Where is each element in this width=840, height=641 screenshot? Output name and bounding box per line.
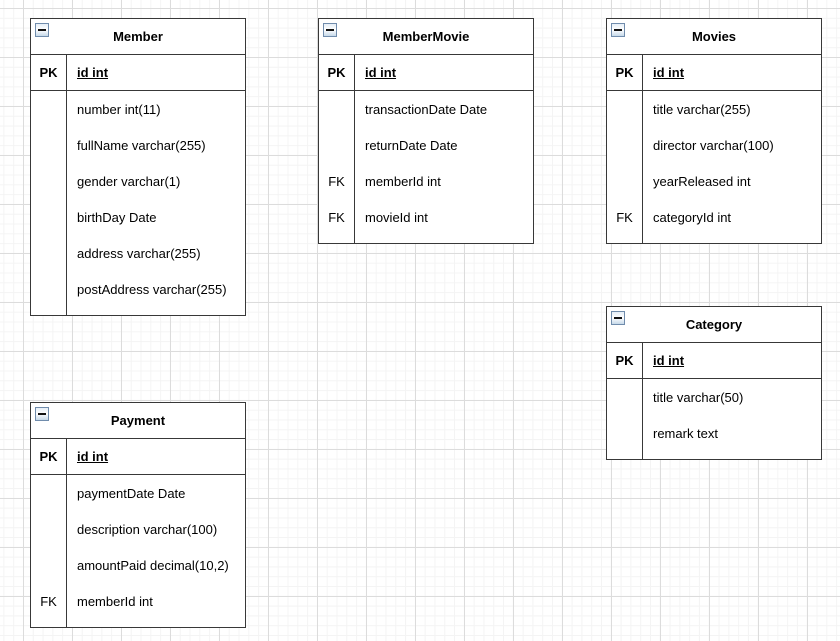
entity-header[interactable]: Payment: [31, 403, 245, 439]
pk-field-cell: id int: [365, 65, 397, 80]
entity-header[interactable]: Member: [31, 19, 245, 55]
minus-icon: [326, 29, 334, 31]
row-key-cell[interactable]: [31, 235, 66, 271]
row-key-cell[interactable]: [31, 271, 66, 307]
row-field-cell[interactable]: title varchar(50): [653, 389, 744, 405]
entity-header[interactable]: MemberMovie: [319, 19, 533, 55]
minus-icon: [38, 29, 46, 31]
key-column: FK FK: [319, 91, 355, 243]
primary-key-row[interactable]: PK id int: [607, 55, 821, 91]
collapse-icon[interactable]: [35, 407, 49, 421]
entity-table-movies[interactable]: Movies PK id int FK title varchar(255) di…: [606, 18, 822, 244]
row-field-cell[interactable]: title varchar(255): [653, 101, 751, 117]
row-key-cell[interactable]: FK: [328, 209, 345, 225]
row-field-cell[interactable]: paymentDate Date: [77, 485, 186, 501]
field-column: paymentDate Date description varchar(100)…: [67, 475, 245, 627]
collapse-icon[interactable]: [611, 311, 625, 325]
row-field-cell[interactable]: yearReleased int: [653, 173, 751, 189]
row-key-cell[interactable]: FK: [40, 593, 57, 609]
pk-field-cell: id int: [77, 449, 109, 464]
row-field-cell[interactable]: categoryId int: [653, 209, 732, 225]
pk-key-cell: PK: [319, 55, 355, 90]
field-column: transactionDate Date returnDate Date membe…: [355, 91, 533, 243]
row-key-cell[interactable]: [31, 547, 66, 583]
row-key-cell[interactable]: [31, 163, 66, 199]
row-field-cell[interactable]: fullName varchar(255): [77, 137, 206, 153]
row-key-cell[interactable]: [31, 91, 66, 127]
pk-field-cell: id int: [653, 65, 685, 80]
key-column: [607, 379, 643, 459]
minus-icon: [38, 413, 46, 415]
pk-field-cell: id int: [77, 65, 109, 80]
row-key-cell[interactable]: [607, 415, 642, 451]
fields-section: FK title varchar(255) director varchar(10…: [607, 91, 821, 243]
entity-header[interactable]: Category: [607, 307, 821, 343]
row-key-cell[interactable]: [607, 379, 642, 415]
pk-key-cell: PK: [607, 343, 643, 378]
fields-section: number int(11) fullName varchar(255) gende…: [31, 91, 245, 315]
row-field-cell[interactable]: director varchar(100): [653, 137, 774, 153]
row-field-cell[interactable]: gender varchar(1): [77, 173, 181, 189]
fields-section: FK FK transactionDate Date returnDate Date…: [319, 91, 533, 243]
collapse-icon[interactable]: [611, 23, 625, 37]
row-key-cell[interactable]: [319, 91, 354, 127]
row-key-cell[interactable]: [31, 127, 66, 163]
row-key-cell[interactable]: FK: [328, 173, 345, 189]
pk-key-cell: PK: [607, 55, 643, 90]
entity-title: MemberMovie: [382, 29, 470, 44]
entity-table-category[interactable]: Category PK id int title varchar(50) rema…: [606, 306, 822, 460]
primary-key-row[interactable]: PK id int: [31, 55, 245, 91]
row-field-cell[interactable]: movieId int: [365, 209, 428, 225]
row-field-cell[interactable]: postAddress varchar(255): [77, 281, 227, 297]
row-key-cell[interactable]: [31, 511, 66, 547]
collapse-icon[interactable]: [35, 23, 49, 37]
fields-section: FK paymentDate Date description varchar(1…: [31, 475, 245, 627]
minus-icon: [614, 317, 622, 319]
row-field-cell[interactable]: birthDay Date: [77, 209, 157, 225]
key-column: FK: [607, 91, 643, 243]
row-field-cell[interactable]: memberId int: [77, 593, 153, 609]
pk-key-cell: PK: [31, 439, 67, 474]
field-column: title varchar(255) director varchar(100) y…: [643, 91, 821, 243]
primary-key-row[interactable]: PK id int: [607, 343, 821, 379]
primary-key-row[interactable]: PK id int: [319, 55, 533, 91]
row-key-cell[interactable]: [607, 163, 642, 199]
fields-section: title varchar(50) remark text: [607, 379, 821, 459]
row-key-cell[interactable]: [31, 475, 66, 511]
pk-field-cell: id int: [653, 353, 685, 368]
row-field-cell[interactable]: remark text: [653, 425, 719, 441]
row-field-cell[interactable]: address varchar(255): [77, 245, 201, 261]
entity-table-payment[interactable]: Payment PK id int FK paymentDate Date des…: [30, 402, 246, 628]
row-field-cell[interactable]: returnDate Date: [365, 137, 458, 153]
row-field-cell[interactable]: memberId int: [365, 173, 441, 189]
row-key-cell[interactable]: [607, 127, 642, 163]
pk-key-cell: PK: [31, 55, 67, 90]
primary-key-row[interactable]: PK id int: [31, 439, 245, 475]
row-field-cell[interactable]: amountPaid decimal(10,2): [77, 557, 229, 573]
entity-header[interactable]: Movies: [607, 19, 821, 55]
row-key-cell[interactable]: FK: [616, 209, 633, 225]
field-column: title varchar(50) remark text: [643, 379, 821, 459]
entity-table-membermovie[interactable]: MemberMovie PK id int FK FK transactionDa…: [318, 18, 534, 244]
row-key-cell[interactable]: [31, 199, 66, 235]
row-field-cell[interactable]: description varchar(100): [77, 521, 218, 537]
field-column: number int(11) fullName varchar(255) gende…: [67, 91, 245, 315]
entity-title: Payment: [110, 413, 166, 428]
row-field-cell[interactable]: transactionDate Date: [365, 101, 488, 117]
entity-title: Movies: [691, 29, 737, 44]
row-key-cell[interactable]: [319, 127, 354, 163]
row-key-cell[interactable]: [607, 91, 642, 127]
minus-icon: [614, 29, 622, 31]
key-column: FK: [31, 475, 67, 627]
entity-table-member[interactable]: Member PK id int number int(11) fullName …: [30, 18, 246, 316]
key-column: [31, 91, 67, 315]
collapse-icon[interactable]: [323, 23, 337, 37]
entity-title: Member: [113, 29, 163, 44]
row-field-cell[interactable]: number int(11): [77, 101, 161, 117]
entity-title: Category: [685, 317, 743, 332]
